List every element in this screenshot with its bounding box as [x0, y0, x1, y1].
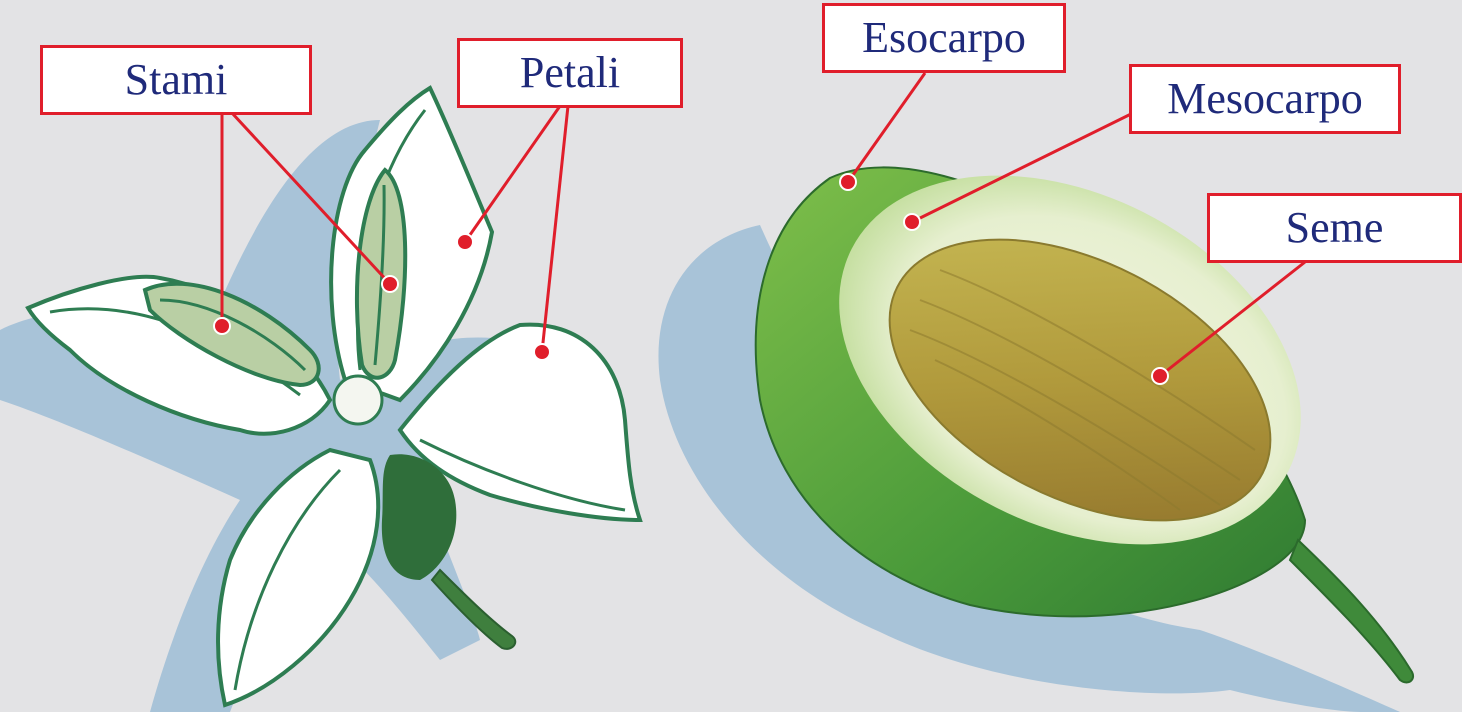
- olive-flower-illustration: [0, 88, 640, 712]
- flower-center: [334, 376, 382, 424]
- fruit-stem: [1290, 540, 1413, 682]
- dot-stami-1: [214, 318, 230, 334]
- leader-petali-2: [542, 106, 568, 352]
- label-esocarpo: Esocarpo: [822, 3, 1066, 73]
- label-mesocarpo: Mesocarpo: [1129, 64, 1401, 134]
- dot-stami-2: [382, 276, 398, 292]
- leader-esocarpo: [848, 73, 925, 182]
- label-petali: Petali: [457, 38, 683, 108]
- leader-petali-1: [465, 106, 560, 242]
- dot-petali-2: [534, 344, 550, 360]
- dot-mesocarpo: [904, 214, 920, 230]
- label-stami: Stami: [40, 45, 312, 115]
- dot-esocarpo: [840, 174, 856, 190]
- dot-petali-1: [457, 234, 473, 250]
- dot-seme: [1152, 368, 1168, 384]
- label-seme: Seme: [1207, 193, 1462, 263]
